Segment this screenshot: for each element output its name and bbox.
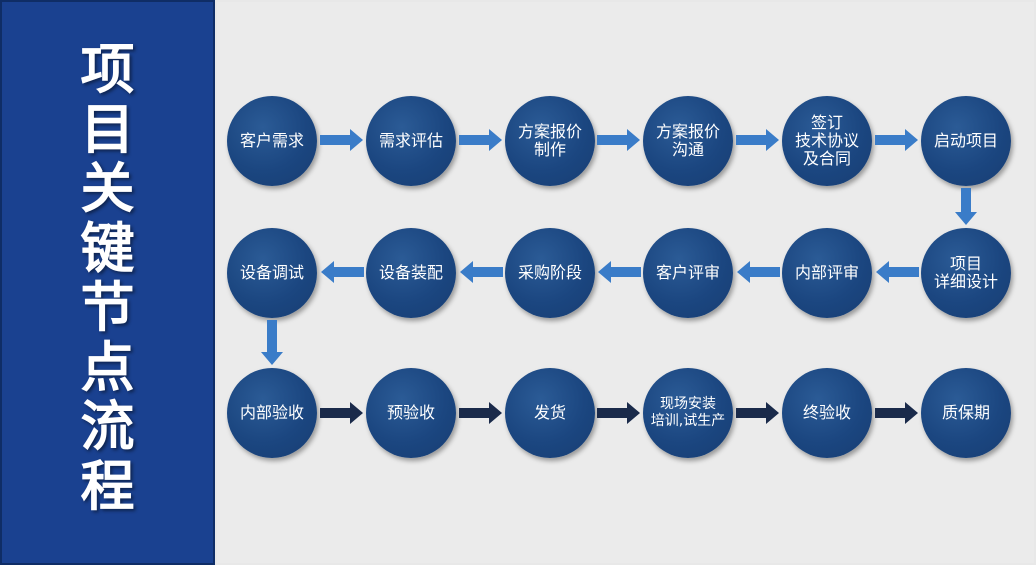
flow-panel — [217, 2, 1034, 563]
arrow-right-icon — [875, 402, 918, 424]
node-sign-contract: 签订 技术协议 及合同 — [782, 96, 872, 186]
sidebar: 项 目 关 键 节 点 流 程 — [0, 0, 215, 565]
title-char: 键 — [80, 216, 135, 280]
node-pre-acceptance: 预验收 — [366, 368, 456, 458]
title-char: 流 — [80, 395, 135, 458]
arrow-left-icon — [876, 261, 919, 283]
arrow-right-icon — [875, 129, 918, 151]
title-char: 程 — [80, 454, 135, 518]
node-equipment-assembly: 设备装配 — [366, 228, 456, 318]
arrow-right-icon — [736, 129, 779, 151]
arrow-right-icon — [320, 402, 363, 424]
title-char: 关 — [80, 157, 135, 220]
title-char: 项 — [80, 38, 135, 101]
arrow-right-icon — [597, 129, 640, 151]
title-char: 目 — [80, 97, 135, 161]
arrow-right-icon — [597, 402, 640, 424]
node-quote-communication: 方案报价 沟通 — [643, 96, 733, 186]
node-shipment: 发货 — [505, 368, 595, 458]
node-detailed-design: 项目 详细设计 — [921, 228, 1011, 318]
arrow-left-icon — [460, 261, 503, 283]
arrow-down-icon — [261, 320, 283, 365]
arrow-right-icon — [459, 402, 502, 424]
title-char: 点 — [80, 335, 135, 399]
node-customer-review: 客户评审 — [643, 228, 733, 318]
arrow-left-icon — [321, 261, 364, 283]
title-char: 节 — [80, 276, 135, 339]
arrow-right-icon — [736, 402, 779, 424]
node-warranty: 质保期 — [921, 368, 1011, 458]
node-procurement: 采购阶段 — [505, 228, 595, 318]
sidebar-title: 项 目 关 键 节 点 流 程 — [2, 40, 213, 516]
node-quote-preparation: 方案报价 制作 — [505, 96, 595, 186]
node-customer-demand: 客户需求 — [227, 96, 317, 186]
arrow-down-icon — [955, 188, 977, 225]
node-internal-review: 内部评审 — [782, 228, 872, 318]
node-equipment-debug: 设备调试 — [227, 228, 317, 318]
node-final-acceptance: 终验收 — [782, 368, 872, 458]
node-internal-acceptance: 内部验收 — [227, 368, 317, 458]
arrow-right-icon — [320, 129, 363, 151]
node-onsite-installation: 现场安装 培训,试生产 — [643, 368, 733, 458]
arrow-left-icon — [737, 261, 780, 283]
arrow-right-icon — [459, 129, 502, 151]
node-demand-assessment: 需求评估 — [366, 96, 456, 186]
arrow-left-icon — [598, 261, 641, 283]
node-project-start: 启动项目 — [921, 96, 1011, 186]
